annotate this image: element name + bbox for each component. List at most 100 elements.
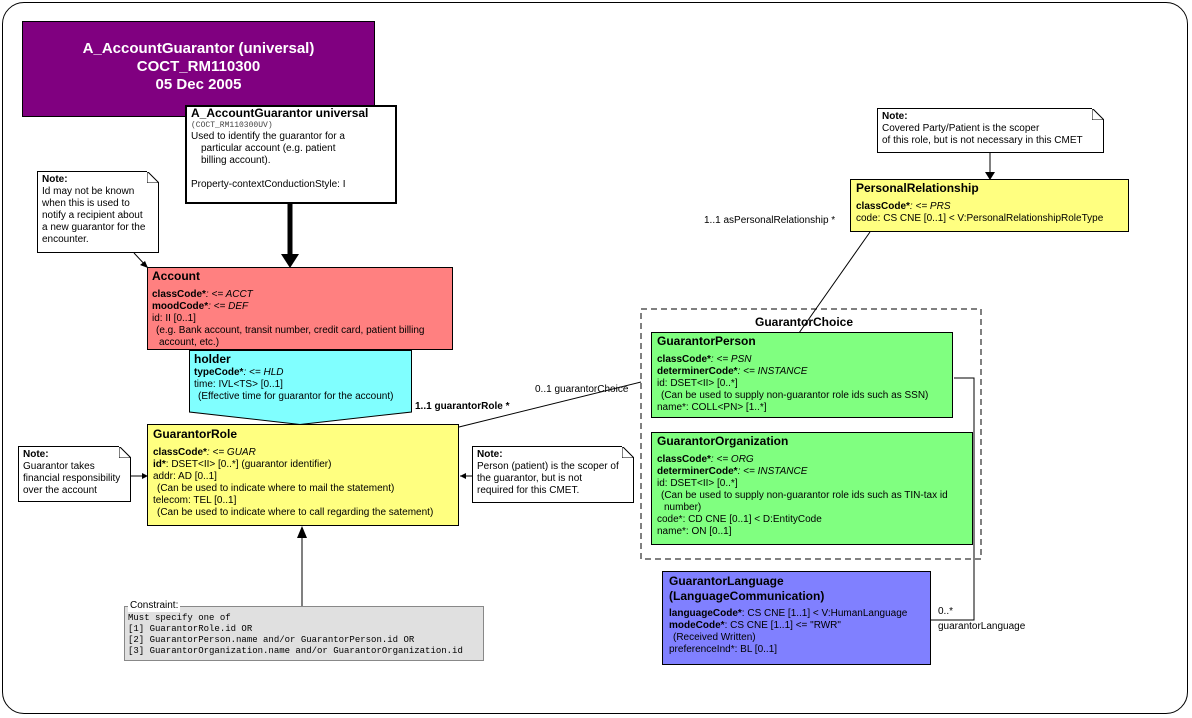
guarantor-choice-assoc-label: 0..1 guarantorChoice (535, 384, 629, 395)
entry-point-code: (COCT_RM110300UV) (191, 121, 273, 130)
attr-desc: (Can be used to supply non-guarantor rol… (661, 490, 948, 501)
attr-value: : CS CNE [1..1] < V:HumanLanguage (741, 608, 908, 619)
attr-label: code* (657, 514, 683, 525)
constraint-line: [1] GuarantorRole.id OR (128, 624, 253, 634)
language-multiplicity-label: 0..* (938, 606, 954, 617)
account-title: Account (152, 269, 200, 283)
attr-value: : <= GUAR (206, 447, 256, 458)
model-title: A_AccountGuarantor (universal) (82, 40, 315, 57)
attr-label: classCode* (153, 447, 207, 458)
attr-desc: (Effective time for guarantor for the ac… (198, 391, 394, 402)
note-text: when this is used to (42, 198, 130, 209)
personal-relationship-class: PersonalRelationship classCode*: <= PRS … (850, 179, 1129, 232)
note-text: required for this CMET. (477, 485, 580, 496)
note-text: of this role, but is not necessary in th… (882, 135, 1083, 146)
attr-value: : <= HLD (243, 367, 284, 378)
guarantor-language-title: GuarantorLanguage (669, 574, 784, 588)
note-heading: Note: (42, 174, 68, 185)
attr-label: name* (657, 526, 686, 537)
attr-value: : CD CNE [0..1] < D:EntityCode (682, 514, 822, 525)
constraint-line: [2] GuarantorPerson.name and/or Guaranto… (128, 635, 415, 645)
note-text: over the account (23, 485, 97, 496)
personal-relationship-note: Note: Covered Party/Patient is the scope… (877, 108, 1104, 153)
attr-value: : COLL<PN> [1..*] (685, 402, 767, 413)
attr-label: determinerCode* (657, 466, 738, 477)
attr-label: languageCode* (669, 608, 742, 619)
guarantor-organization-title: GuarantorOrganization (657, 434, 789, 448)
entry-desc: particular account (e.g. patient (201, 143, 336, 154)
constraint-label: Constraint: (128, 600, 181, 612)
guarantor-role-class: GuarantorRole classCode*: <= GUAR id*: D… (147, 424, 459, 526)
attr-value: : <= ORG (710, 454, 754, 465)
attr-value: : <= INSTANCE (737, 466, 808, 477)
note-text: Covered Party/Patient is the scoper (882, 123, 1040, 134)
attr-value: : <= PRS (909, 201, 951, 212)
account-note: Note: Id may not be known when this is u… (37, 171, 159, 253)
note-text: notify a recipient about (42, 210, 143, 221)
entry-desc: billing account). (201, 155, 271, 166)
entry-point-box: A_AccountGuarantor universal (COCT_RM110… (185, 105, 397, 204)
guarantor-person-title: GuarantorPerson (657, 334, 756, 348)
attr-id: id: DSET<II> [0..*] (657, 478, 738, 489)
note-text: Guarantor takes (23, 461, 95, 472)
personal-assoc-label: 1..1 asPersonalRelationship * (704, 215, 836, 226)
guarantor-choice-title: GuarantorChoice (755, 315, 854, 329)
note-heading: Note: (477, 449, 503, 460)
note-text: a new guarantor for the (42, 222, 146, 233)
attr-desc: (e.g. Bank account, transit number, cred… (156, 325, 425, 336)
constraint-line: [3] GuarantorOrganization.name and/or Gu… (128, 646, 463, 656)
attr-desc: (Can be used to indicate where to call r… (157, 507, 434, 518)
attr-value: : <= INSTANCE (737, 366, 808, 377)
personal-relationship-title: PersonalRelationship (856, 181, 979, 195)
attr-id: id: DSET<II> [0..*] (657, 378, 738, 389)
attr-desc: number) (664, 502, 702, 513)
attr-desc: (Can be used to supply non-guarantor rol… (661, 390, 929, 401)
attr-value: : <= DEF (208, 301, 249, 312)
attr-id: id: II [0..1] (152, 313, 196, 324)
attr-code: code: CS CNE [0..1] < V:PersonalRelation… (856, 213, 1104, 224)
holder-title: holder (194, 352, 231, 366)
guarantor-person-class: GuarantorPerson classCode*: <= PSN deter… (651, 332, 953, 418)
attr-label: determinerCode* (657, 366, 738, 377)
model-title-box: A_AccountGuarantor (universal) COCT_RM11… (22, 21, 375, 117)
constraint-box: Constraint: Must specify one of [1] Guar… (124, 600, 484, 661)
guarantor-role-assoc-label: 1..1 guarantorRole * (415, 401, 510, 412)
holder-shape (189, 350, 412, 425)
attr-label: typeCode* (194, 367, 244, 378)
attr-label: name* (657, 402, 686, 413)
attr-label: moodCode* (152, 301, 209, 312)
attr-value: : <= PSN (710, 354, 752, 365)
attr-desc: (Can be used to indicate where to mail t… (157, 483, 395, 494)
guarantor-organization-class: GuarantorOrganization classCode*: <= ORG… (651, 432, 973, 545)
account-class: Account classCode*: <= ACCT moodCode*: <… (147, 267, 453, 350)
entry-style: Property-contextConductionStyle: I (191, 179, 346, 190)
attr-label: classCode* (657, 354, 711, 365)
note-heading: Note: (882, 111, 908, 122)
attr-label: classCode* (657, 454, 711, 465)
note-text: encounter. (42, 234, 89, 245)
guarantor-language-class: GuarantorLanguage (LanguageCommunication… (662, 571, 931, 665)
note-text: Id may not be known (42, 186, 135, 197)
attr-desc: (Received Written) (673, 632, 756, 643)
attr-addr: addr: AD [0..1] (153, 471, 217, 482)
guarantor-note: Note: Guarantor takes financial responsi… (18, 446, 131, 502)
attr-telecom: telecom: TEL [0..1] (153, 495, 237, 506)
holder-association: holder typeCode*: <= HLD time: IVL<TS> [… (189, 350, 412, 412)
attr-time: time: IVL<TS> [0..1] (194, 379, 283, 390)
attr-label: id* (153, 459, 166, 470)
attr-label: modeCode* (669, 620, 725, 631)
entry-desc: Used to identify the guarantor for a (191, 131, 345, 142)
attr-value: : ON [0..1] (685, 526, 732, 537)
model-date: 05 Dec 2005 (155, 76, 242, 93)
attr-label: classCode* (856, 201, 910, 212)
language-assoc-label: guarantorLanguage (938, 621, 1026, 632)
attr-preference: preferenceInd*: BL [0..1] (669, 644, 778, 655)
note-text: the guarantor, but is not (477, 473, 583, 484)
note-text: financial responsibility (23, 473, 121, 484)
attr-value: : CS CNE [1..1] <= "RWR" (724, 620, 841, 631)
scoper-note: Note: Person (patient) is the scoper of … (472, 446, 634, 503)
attr-value: : <= ACCT (205, 289, 253, 300)
guarantor-role-title: GuarantorRole (153, 427, 238, 441)
